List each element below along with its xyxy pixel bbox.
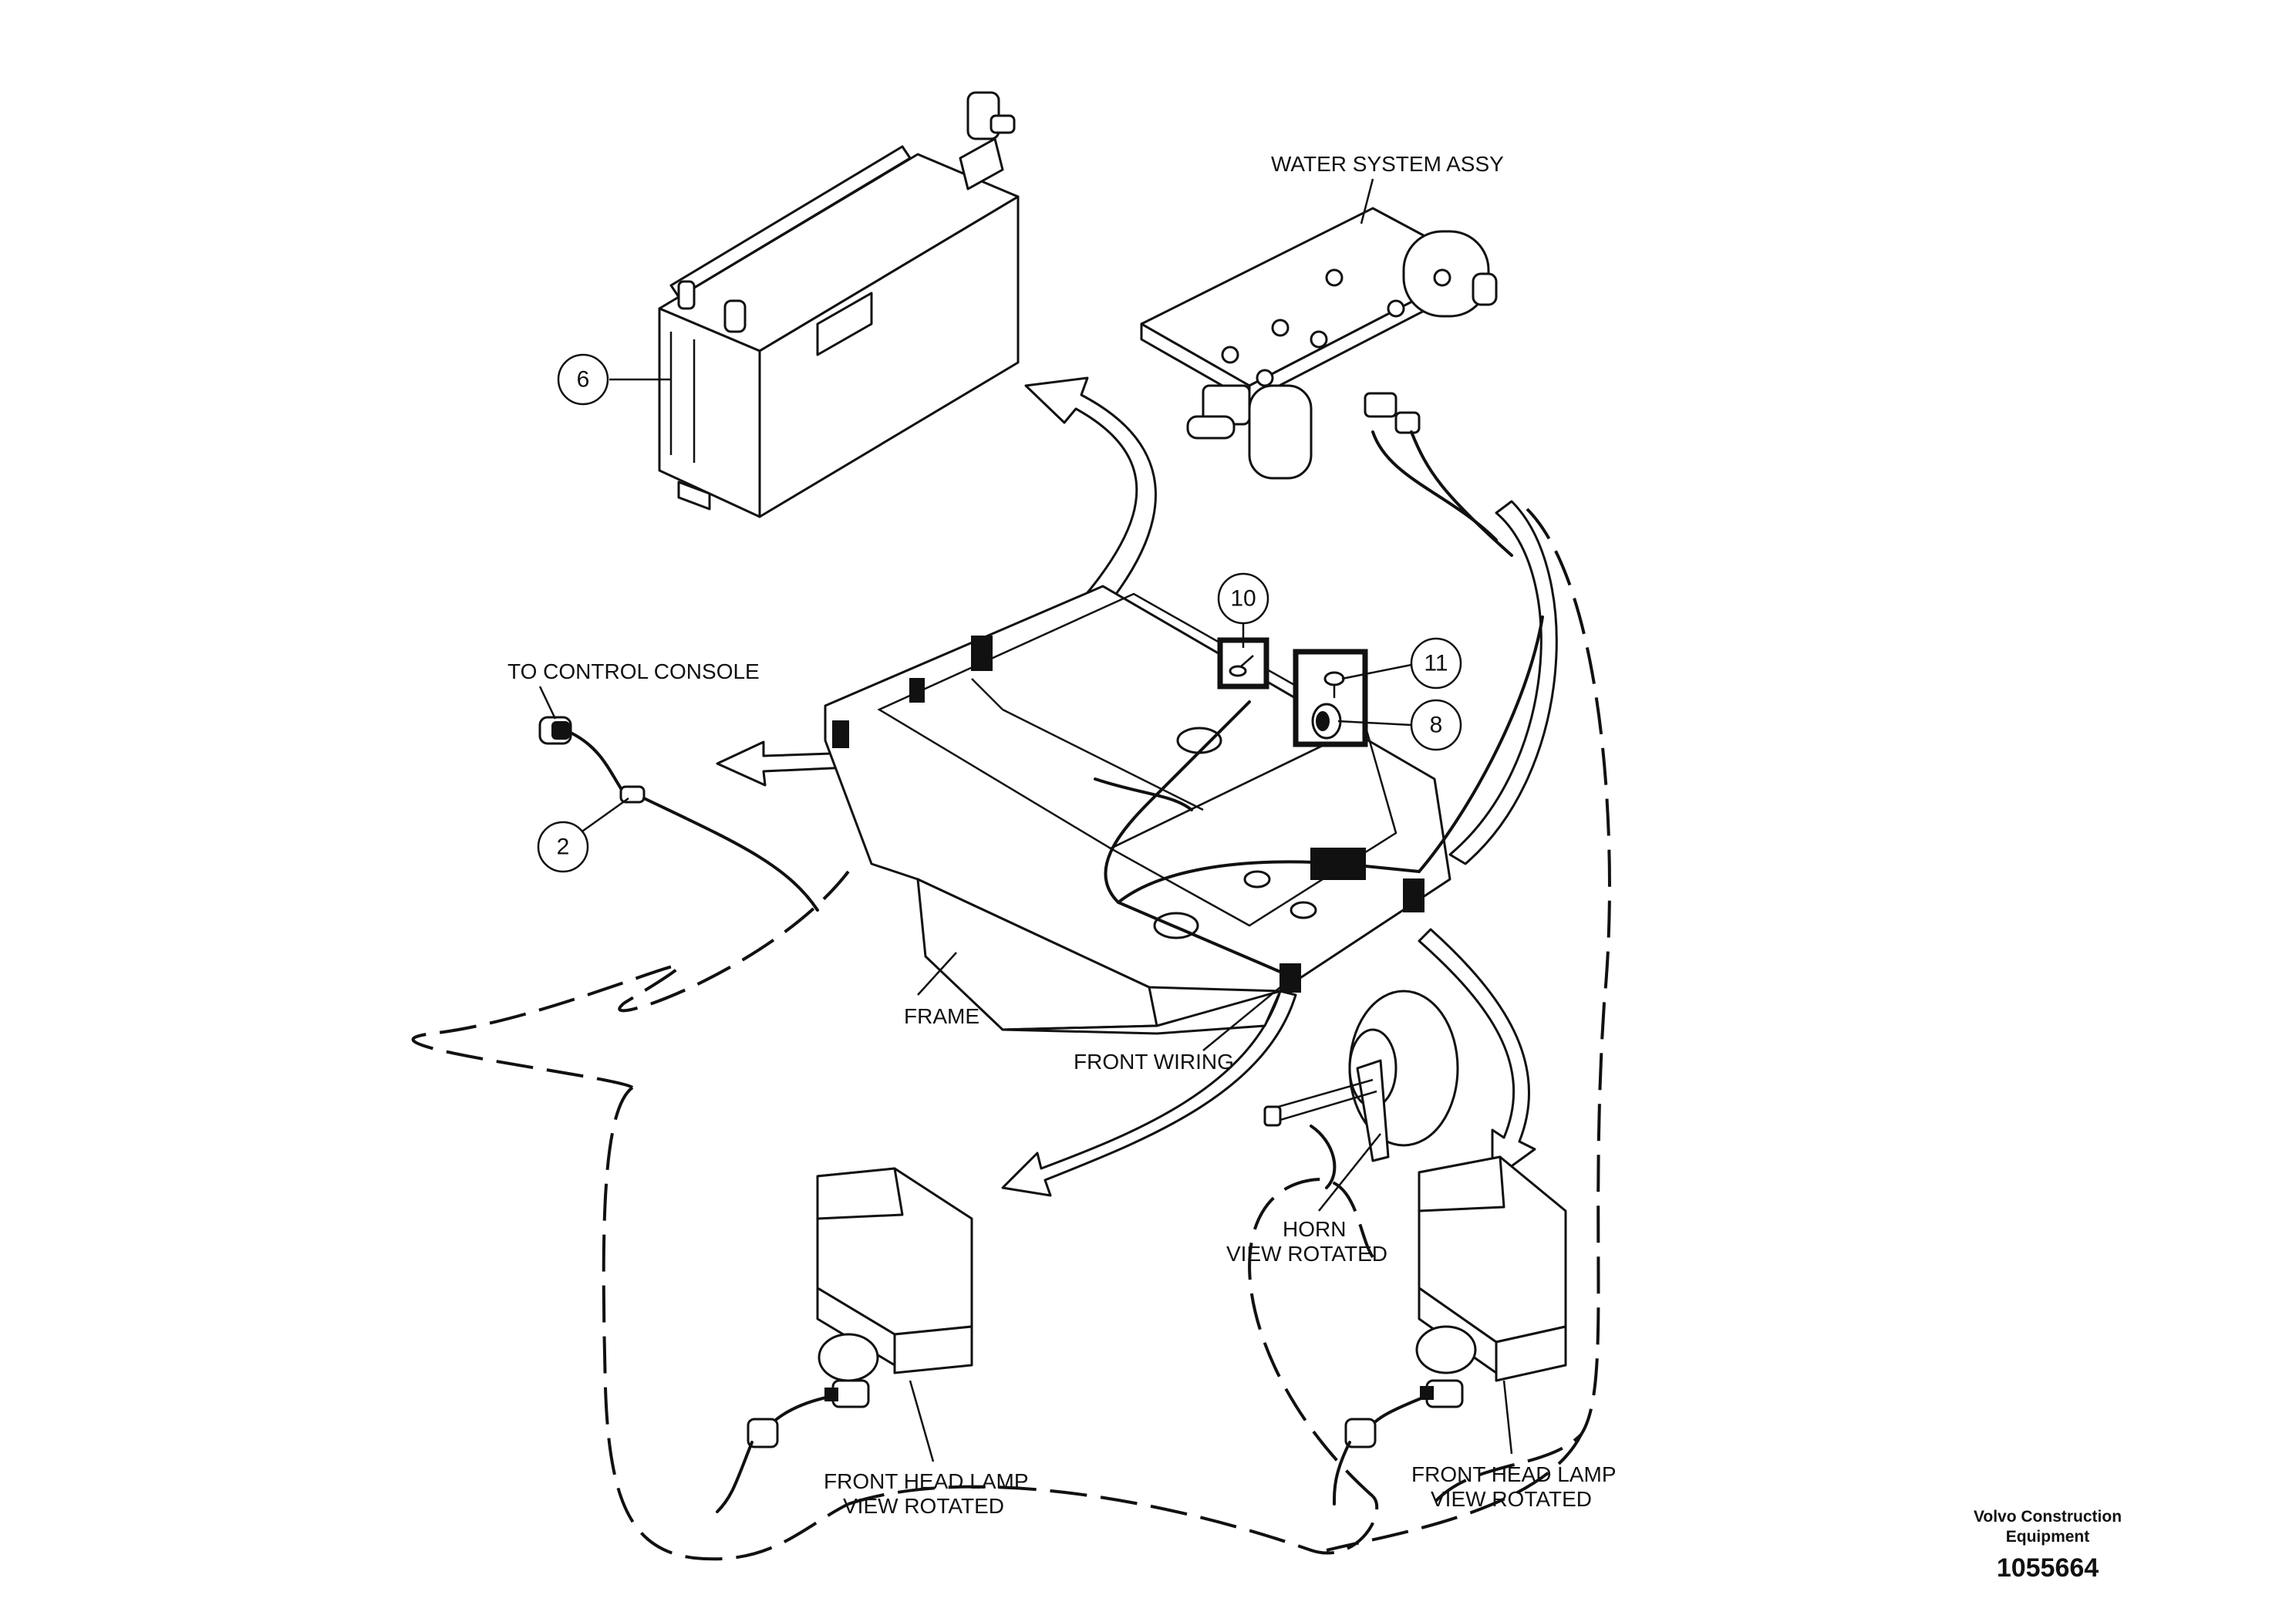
- label-right-head-lamp: FRONT HEAD LAMP: [1411, 1462, 1617, 1486]
- drawing-number: 1055664: [1997, 1553, 2099, 1583]
- horn: [1263, 990, 1459, 1189]
- label-to-control-console: TO CONTROL CONSOLE: [507, 659, 760, 683]
- label-horn: HORN: [1283, 1217, 1346, 1241]
- harness-dashed-routes: [411, 508, 1611, 1561]
- callout-8: 8: [1337, 699, 1462, 751]
- reservoir-tank: [658, 91, 1020, 518]
- callout-6-number: 6: [577, 367, 590, 393]
- label-front-wiring: FRONT WIRING: [1074, 1050, 1234, 1074]
- front-wiring-harness: [1094, 615, 1544, 973]
- label-water-system-assy: WATER SYSTEM ASSY: [1271, 152, 1504, 176]
- detail-box-11-8: [1293, 649, 1368, 747]
- callout-10-number: 10: [1230, 586, 1256, 612]
- label-left-head-lamp: FRONT HEAD LAMP: [824, 1469, 1029, 1493]
- brand-line-1: Volvo Construction: [1974, 1508, 2122, 1526]
- callout-11-number: 11: [1424, 651, 1448, 676]
- label-horn-view-rotated: VIEW ROTATED: [1226, 1242, 1387, 1266]
- label-right-head-lamp-view-rotated: VIEW ROTATED: [1431, 1487, 1592, 1511]
- water-system-assembly: [1140, 207, 1513, 557]
- right-head-lamp: [1333, 1155, 1567, 1506]
- callout-2-number: 2: [557, 835, 570, 860]
- callout-6: 6: [557, 353, 671, 406]
- label-frame: FRAME: [904, 1004, 979, 1028]
- callout-2: 2: [537, 797, 629, 873]
- label-left-head-lamp-view-rotated: VIEW ROTATED: [843, 1494, 1004, 1518]
- callout-11: 11: [1341, 637, 1462, 690]
- brand-line-2: Equipment: [2006, 1528, 2090, 1546]
- callout-10: 10: [1217, 572, 1269, 648]
- left-head-lamp: [716, 1167, 973, 1513]
- console-cable: [538, 716, 819, 912]
- detail-box-10: [1217, 637, 1269, 690]
- frame: [824, 585, 1451, 1035]
- callout-8-number: 8: [1430, 713, 1443, 738]
